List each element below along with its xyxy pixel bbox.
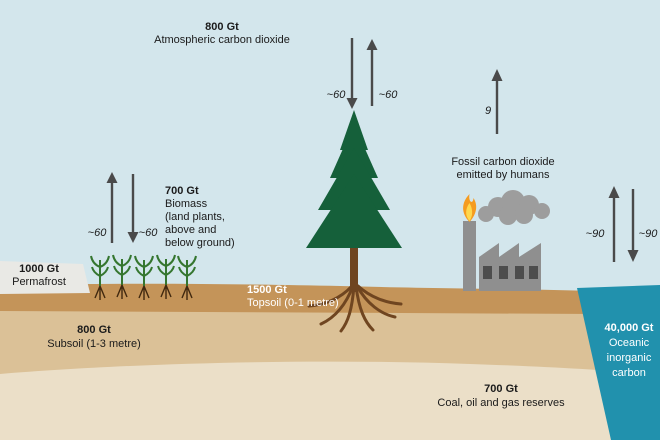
topsoil-label: 1500 Gt Topsoil (0-1 metre) <box>247 284 339 310</box>
subsoil-value: 800 Gt <box>77 324 111 336</box>
flux-atmosphere-up: ~60 <box>378 89 398 101</box>
topsoil-layer <box>0 283 595 314</box>
permafrost-label: 1000 Gt Permafrost <box>12 263 66 289</box>
biomass-desc-3: below ground) <box>165 237 235 249</box>
flux-ocean-up: ~90 <box>585 228 605 240</box>
ocean-label: 40,000 Gt Oceanic inorganic carbon <box>605 321 654 381</box>
permafrost-name: Permafrost <box>12 276 66 288</box>
flux-biomass-up: ~60 <box>87 227 107 239</box>
deep-soil-layer <box>0 361 660 440</box>
arrow-down-icon <box>346 38 358 109</box>
subsoil-label: 800 Gt Subsoil (1-3 metre) <box>47 323 141 351</box>
biomass-desc-1: (land plants, <box>165 211 225 223</box>
arrow-up-icon <box>106 172 118 243</box>
flame-inner <box>466 203 473 221</box>
flux-biomass-down: ~60 <box>138 227 158 239</box>
subsoil-name: Subsoil (1-3 metre) <box>47 338 141 350</box>
smoke-cloud-icon <box>478 190 550 225</box>
flux-fossil: 9 <box>484 105 492 117</box>
biomass-name: Biomass <box>165 198 208 210</box>
flux-arrows <box>106 38 639 262</box>
arrow-down-icon <box>127 174 139 243</box>
biomass-value: 700 Gt <box>165 185 199 197</box>
fossil-emissions-line1: Fossil carbon dioxide <box>451 156 555 168</box>
factory-windows <box>483 266 538 279</box>
arrow-up-icon <box>366 39 378 106</box>
ocean-name-2: inorganic <box>606 352 652 364</box>
arrow-down-icon <box>627 189 639 262</box>
tree-canopy <box>306 110 402 248</box>
atmosphere-value: 800 Gt <box>205 21 239 33</box>
factory-chimney <box>463 221 476 291</box>
arrow-up-icon <box>491 69 503 134</box>
flux-atmosphere-down: ~60 <box>326 89 346 101</box>
fossil-reserves-value: 700 Gt <box>484 383 518 395</box>
ocean-name-1: Oceanic <box>608 337 650 349</box>
fossil-reserves-name: Coal, oil and gas reserves <box>437 397 565 409</box>
permafrost-value: 1000 Gt <box>19 263 59 275</box>
ocean-value: 40,000 Gt <box>604 322 654 334</box>
tree <box>306 110 403 333</box>
biomass-label: 700 Gt Biomass (land plants, above and b… <box>165 185 235 250</box>
ocean-name-3: carbon <box>612 367 646 379</box>
ocean <box>577 285 660 440</box>
topsoil-value: 1500 Gt <box>247 284 287 296</box>
fossil-emissions-label: Fossil carbon dioxide emitted by humans <box>451 156 554 182</box>
flux-ocean-down: ~90 <box>638 228 658 240</box>
factory <box>463 190 550 291</box>
factory-building <box>479 243 541 291</box>
atmosphere-label: 800 Gt Atmospheric carbon dioxide <box>154 21 290 47</box>
permafrost-layer <box>0 261 90 294</box>
arrow-up-icon <box>608 186 620 262</box>
topsoil-name: Topsoil (0-1 metre) <box>247 297 339 309</box>
atmosphere-name: Atmospheric carbon dioxide <box>154 34 290 46</box>
biomass-desc-2: above and <box>165 224 217 236</box>
fossil-emissions-line2: emitted by humans <box>456 169 550 181</box>
fossil-reserves-label: 700 Gt Coal, oil and gas reserves <box>437 382 564 410</box>
